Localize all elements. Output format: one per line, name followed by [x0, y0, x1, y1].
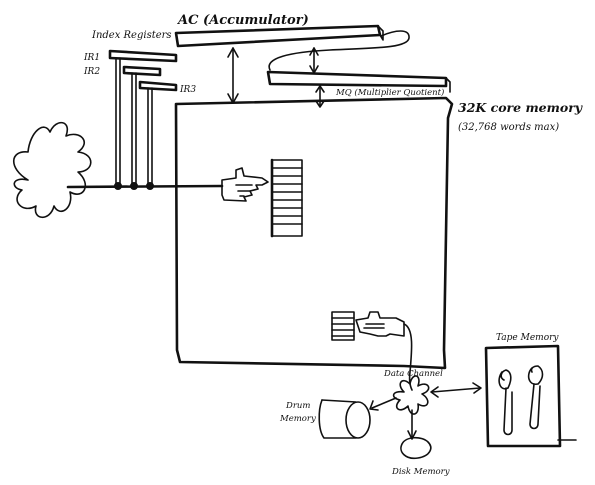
index-register-ir3 — [140, 82, 176, 185]
index-register-ir2 — [124, 67, 160, 185]
ac-mq-arrow — [310, 48, 318, 73]
control-loop-icon — [14, 123, 91, 218]
disk-memory-label: Disk Memory — [391, 467, 450, 477]
ac-core-arrow — [228, 48, 238, 103]
data-channel-label: Data Channel — [383, 369, 443, 379]
tape-memory-label: Tape Memory — [496, 333, 559, 343]
drum-memory-label-line1: Drum — [285, 401, 310, 411]
cpu-bus-line — [68, 186, 222, 187]
mq-label: MQ (Multiplier Quotient) — [335, 87, 444, 98]
bus-junction-ir3 — [147, 183, 154, 190]
ir1-label: IR1 — [83, 53, 100, 63]
core-memory-note: (32,768 words max) — [458, 122, 559, 133]
data-channel-word-block — [332, 312, 354, 340]
mq-core-arrow — [316, 86, 324, 107]
channel-drum-arrow — [370, 398, 396, 410]
index-registers-label: Index Registers — [91, 30, 172, 41]
tape-memory-icon — [486, 346, 576, 446]
pointing-hand-icon — [222, 168, 268, 201]
core-memory-title: 32K core memory — [458, 100, 583, 115]
bus-junction-ir2 — [131, 183, 138, 190]
accumulator-label: AC (Accumulator) — [176, 13, 309, 28]
data-channel-hub-icon — [394, 376, 429, 414]
data-channel-hand-icon — [356, 312, 404, 336]
drum-memory-icon — [319, 400, 370, 438]
ir2-label: IR2 — [83, 67, 100, 77]
ir3-label: IR3 — [179, 85, 196, 95]
bus-junction-ir1 — [115, 183, 122, 190]
memory-word-stack — [272, 160, 302, 236]
index-register-ir1 — [110, 51, 176, 185]
core-memory-box — [176, 98, 452, 368]
channel-tape-arrow — [431, 383, 481, 397]
drum-memory-label-line2: Memory — [279, 414, 316, 424]
accumulator-register — [176, 26, 409, 70]
disk-memory-icon — [401, 438, 431, 459]
